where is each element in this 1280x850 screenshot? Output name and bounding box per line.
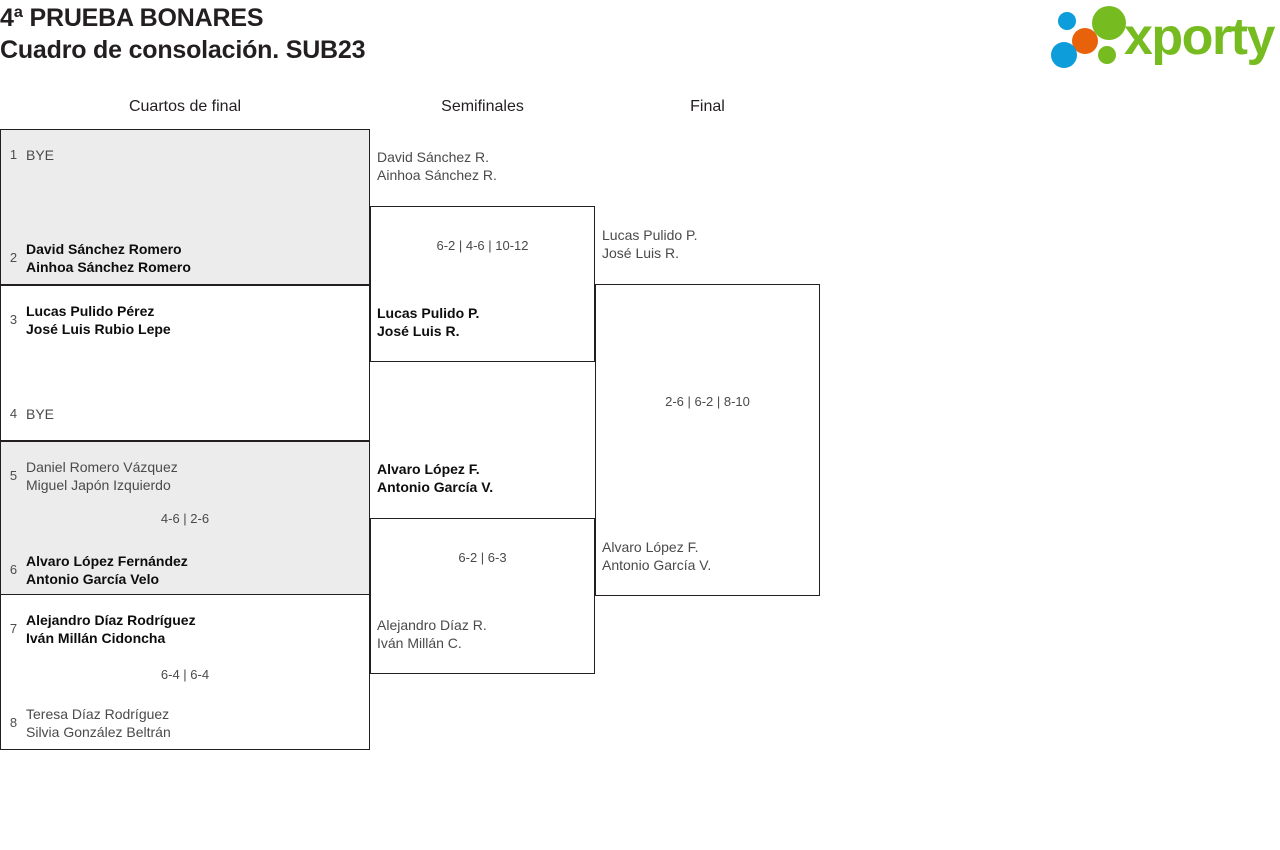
match-score: 4-6 | 2-6 <box>160 511 210 526</box>
r2-match-1-top-players: David Sánchez R. Ainhoa Sánchez R. <box>377 149 497 183</box>
slot-seed-8: 8 Teresa Díaz Rodríguez Silvia González … <box>1 705 369 741</box>
match-score: 2-6 | 6-2 | 8-10 <box>665 394 750 409</box>
seed-number: 3 <box>9 312 18 327</box>
logo-dot-green-small <box>1098 46 1116 64</box>
player-names: David Sánchez Romero Ainhoa Sánchez Rome… <box>26 241 191 275</box>
logo-dot-blue-large <box>1051 42 1077 68</box>
logo-dot-orange <box>1072 28 1098 54</box>
player-names: Alvaro López Fernández Antonio García Ve… <box>26 553 188 587</box>
column-header-semifinals: Semifinales <box>441 98 524 115</box>
r3-champion-players: Alvaro López F. Antonio García V. <box>602 539 712 573</box>
match-score: 6-2 | 4-6 | 10-12 <box>436 238 529 253</box>
tournament-subtitle: Cuadro de consolación. SUB23 <box>0 36 366 64</box>
match-r2-1[interactable]: 6-2 | 4-6 | 10-12 <box>370 206 595 362</box>
match-r2-2[interactable]: 6-2 | 6-3 <box>370 518 595 674</box>
player-names: Teresa Díaz Rodríguez Silvia González Be… <box>26 706 171 740</box>
slot-seed-6: 6 Alvaro López Fernández Antonio García … <box>1 552 369 588</box>
seed-number: 6 <box>9 562 18 577</box>
match-score: 6-2 | 6-3 <box>458 550 507 565</box>
player-names: Daniel Romero Vázquez Miguel Japón Izqui… <box>26 459 178 493</box>
tournament-name: 4ª PRUEBA BONARES <box>0 4 264 32</box>
slot-seed-7: 7 Alejandro Díaz Rodríguez Iván Millán C… <box>1 611 369 647</box>
seed-number: 8 <box>9 715 18 730</box>
r2-match-2-bottom-players: Alejandro Díaz R. Iván Millán C. <box>377 617 487 651</box>
slot-seed-1: 1 BYE <box>1 146 369 164</box>
r3-final-top-players: Lucas Pulido P. José Luis R. <box>602 227 698 261</box>
player-names: Lucas Pulido Pérez José Luis Rubio Lepe <box>26 303 171 337</box>
match-r3-final[interactable]: 2-6 | 6-2 | 8-10 <box>595 284 820 596</box>
match-r1-2[interactable]: 3 Lucas Pulido Pérez José Luis Rubio Lep… <box>0 285 370 441</box>
seed-number: 1 <box>9 147 18 162</box>
player-names: Alejandro Díaz Rodríguez Iván Millán Cid… <box>26 612 196 646</box>
slot-seed-5: 5 Daniel Romero Vázquez Miguel Japón Izq… <box>1 458 369 494</box>
xporty-logo[interactable]: xporty <box>1046 4 1276 70</box>
seed-number: 7 <box>9 621 18 636</box>
match-r1-1[interactable]: 1 BYE 2 David Sánchez Romero Ainhoa Sánc… <box>0 129 370 285</box>
seed-number: 4 <box>9 406 18 421</box>
r2-match-1-bottom-players: Lucas Pulido P. José Luis R. <box>377 305 480 339</box>
match-r1-3[interactable]: 5 Daniel Romero Vázquez Miguel Japón Izq… <box>0 441 370 597</box>
slot-seed-4: 4 BYE <box>1 405 369 423</box>
slot-seed-2: 2 David Sánchez Romero Ainhoa Sánchez Ro… <box>1 240 369 276</box>
match-score: 6-4 | 6-4 <box>160 667 210 682</box>
column-header-quarterfinals: Cuartos de final <box>128 98 242 115</box>
seed-number: 5 <box>9 468 18 483</box>
player-names: BYE <box>26 147 55 163</box>
seed-number: 2 <box>9 250 18 265</box>
column-header-final: Final <box>690 98 725 115</box>
logo-dot-blue-small <box>1058 12 1076 30</box>
r2-match-2-top-players: Alvaro López F. Antonio García V. <box>377 461 494 495</box>
logo-wordmark: xporty <box>1124 8 1275 66</box>
slot-seed-3: 3 Lucas Pulido Pérez José Luis Rubio Lep… <box>1 302 369 338</box>
logo-dot-green-large <box>1092 6 1126 40</box>
player-names: BYE <box>26 406 55 422</box>
match-r1-4[interactable]: 7 Alejandro Díaz Rodríguez Iván Millán C… <box>0 594 370 750</box>
page-title: 4ª PRUEBA BONARES Cuadro de consolación.… <box>0 2 800 66</box>
